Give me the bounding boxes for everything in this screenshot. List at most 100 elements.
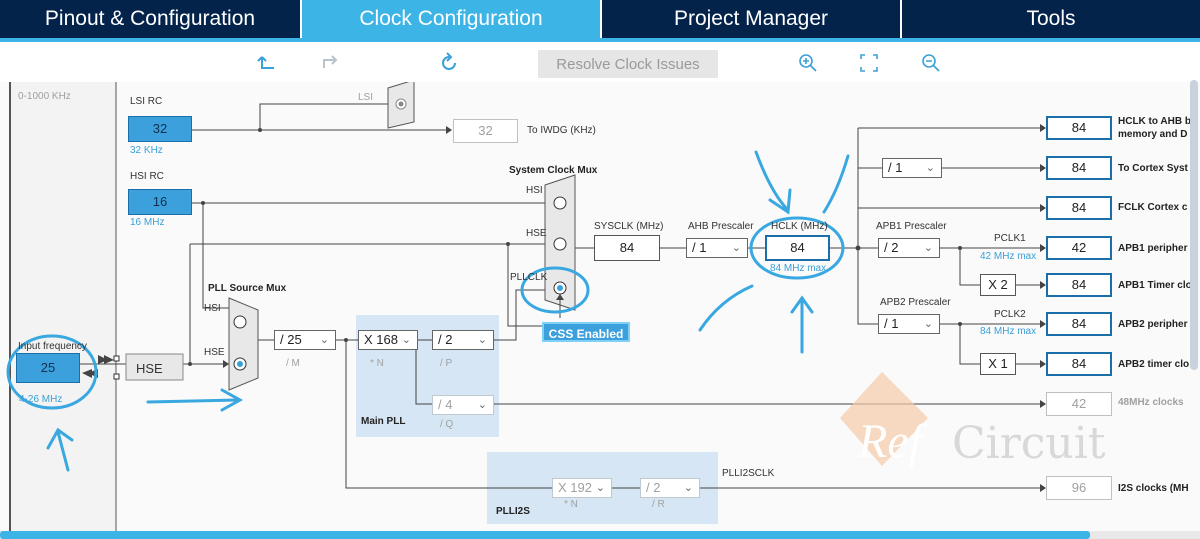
resolve-clock-issues-button[interactable]: Resolve Clock Issues <box>538 50 718 78</box>
chevron-down-icon: ⌄ <box>925 162 935 174</box>
sysclk-label: SYSCLK (MHz) <box>594 221 664 232</box>
ahb-prescaler-value: / 1 <box>692 240 707 255</box>
pll-n-value: X 168 <box>364 332 398 347</box>
chevron-down-icon: ⌄ <box>401 334 411 346</box>
hclk-input[interactable]: 84 <box>765 235 830 261</box>
watermark-ref: Ref <box>858 415 922 468</box>
sysmux-pllclk-label: PLLCLK <box>510 272 548 283</box>
apb2-prescaler-label: APB2 Prescaler <box>880 297 951 308</box>
output-hclk-ahb-label: HCLK to AHB b <box>1118 116 1191 127</box>
watermark-circuit: Circuit <box>952 418 1106 469</box>
hse-block-label: HSE <box>136 361 163 376</box>
output-apb2-timer-label: APB2 timer clo <box>1118 359 1190 370</box>
hsi-rc-value: 16 <box>128 189 192 215</box>
apb2-timer-multiplier: X 1 <box>980 353 1016 375</box>
apb1-timer-multiplier: X 2 <box>980 274 1016 296</box>
output-apb2-timer-value: 84 <box>1046 352 1112 376</box>
tab-project-manager[interactable]: Project Manager <box>673 7 829 30</box>
plli2s-r-value: / 2 <box>646 480 661 495</box>
hsi-rc-title: HSI RC <box>130 171 164 182</box>
zoom-out-icon[interactable] <box>920 52 942 74</box>
sysmux-hse-label: HSE <box>526 228 547 239</box>
iwdg-output-value: 32 <box>453 119 518 143</box>
input-frequency-range: 4-26 MHz <box>19 394 63 405</box>
pclk2-label: PCLK2 <box>994 309 1026 320</box>
lse-range-label: 0-1000 KHz <box>18 91 71 102</box>
cortex-divider-value: / 1 <box>888 160 903 175</box>
chevron-down-icon: ⌄ <box>923 318 933 330</box>
css-enabled-button[interactable]: CSS Enabled <box>542 322 630 342</box>
fit-screen-icon[interactable] <box>858 52 880 74</box>
output-cortex-systick-label: To Cortex Syst <box>1118 163 1188 174</box>
plli2s-r-divider-select[interactable]: / 2 ⌄ <box>640 478 700 498</box>
output-48mhz-label: 48MHz clocks <box>1118 397 1184 408</box>
ahb-prescaler-select[interactable]: / 1 ⌄ <box>686 238 748 258</box>
tab-underline <box>0 38 1200 42</box>
tab-tools[interactable]: Tools <box>1026 7 1076 30</box>
output-apb1-timer-label: APB1 Timer clo <box>1118 280 1192 291</box>
pclk1-max-label: 42 MHz max <box>980 251 1037 262</box>
output-fclk-value: 84 <box>1046 196 1112 220</box>
sysmux-hsi-label: HSI <box>526 185 543 196</box>
pll-m-label: / M <box>286 358 300 369</box>
cortex-divider-select[interactable]: / 1 ⌄ <box>882 158 942 178</box>
pll-m-value: / 25 <box>280 332 302 347</box>
chevron-down-icon: ⌄ <box>595 482 605 494</box>
refresh-icon[interactable] <box>438 52 460 74</box>
pll-n-label: * N <box>370 358 384 369</box>
main-pll-title: Main PLL <box>361 416 406 427</box>
output-48mhz-value: 42 <box>1046 392 1112 416</box>
system-clock-mux-title: System Clock Mux <box>509 165 598 176</box>
plli2s-n-label: * N <box>564 499 578 510</box>
pll-q-divider-select[interactable]: / 4 ⌄ <box>432 395 494 415</box>
output-apb1-periph-label: APB1 peripher <box>1118 243 1188 254</box>
pll-p-value: / 2 <box>438 332 453 347</box>
chevron-down-icon: ⌄ <box>477 334 487 346</box>
pll-p-label: / P <box>440 358 453 369</box>
tab-pinout-configuration[interactable]: Pinout & Configuration <box>44 7 256 30</box>
apb1-prescaler-label: APB1 Prescaler <box>876 221 947 232</box>
output-hclk-ahb-value: 84 <box>1046 116 1112 140</box>
apb2-prescaler-select[interactable]: / 1 ⌄ <box>878 314 940 334</box>
pll-p-divider-select[interactable]: / 2 ⌄ <box>432 330 494 350</box>
pll-q-value: / 4 <box>438 397 453 412</box>
plli2s-n-value: X 192 <box>558 480 592 495</box>
redo-icon[interactable] <box>318 52 340 74</box>
input-frequency-field[interactable]: 25 <box>16 353 80 383</box>
chevron-down-icon: ⌄ <box>477 399 487 411</box>
hclk-max-label: 84 MHz max <box>770 263 827 274</box>
pll-src-hsi-label: HSI <box>204 303 221 314</box>
output-hclk-ahb-label2: memory and D <box>1118 129 1188 140</box>
zoom-in-icon[interactable] <box>797 52 819 74</box>
lsi-mux-label: LSI <box>358 92 374 103</box>
chevron-down-icon: ⌄ <box>683 482 693 494</box>
pll-q-label: / Q <box>440 419 454 430</box>
tab-separator <box>300 0 302 38</box>
apb2-prescaler-value: / 1 <box>884 316 899 331</box>
apb1-prescaler-value: / 2 <box>884 240 899 255</box>
output-apb2-periph-value: 84 <box>1046 312 1112 336</box>
lsi-rc-freq: 32 KHz <box>130 145 163 156</box>
horizontal-scrollbar-thumb[interactable] <box>0 531 1090 539</box>
pll-source-mux-title: PLL Source Mux <box>208 283 287 294</box>
lsi-rc-value: 32 <box>128 116 192 142</box>
apb1-prescaler-select[interactable]: / 2 ⌄ <box>878 238 940 258</box>
tab-separator <box>600 0 602 38</box>
tab-clock-configuration[interactable]: Clock Configuration <box>302 0 600 38</box>
output-fclk-label: FCLK Cortex c <box>1118 202 1188 213</box>
ahb-prescaler-label: AHB Prescaler <box>688 221 754 232</box>
pll-n-multiplier-select[interactable]: X 168⌄ <box>358 330 418 350</box>
plli2sclk-label: PLLI2SCLK <box>722 468 775 479</box>
vertical-scrollbar-thumb[interactable] <box>1190 80 1198 370</box>
tab-separator <box>900 0 902 38</box>
hclk-label: HCLK (MHz) <box>771 221 828 232</box>
pclk1-label: PCLK1 <box>994 233 1026 244</box>
output-i2s-label: I2S clocks (MH <box>1118 483 1189 494</box>
chevron-down-icon: ⌄ <box>923 242 933 254</box>
chevron-down-icon: ⌄ <box>731 242 741 254</box>
plli2s-n-multiplier-select[interactable]: X 192⌄ <box>552 478 612 498</box>
plli2s-r-label: / R <box>652 499 665 510</box>
pll-m-divider-select[interactable]: / 25⌄ <box>274 330 336 350</box>
output-i2s-value: 96 <box>1046 476 1112 500</box>
undo-icon[interactable] <box>257 52 279 74</box>
